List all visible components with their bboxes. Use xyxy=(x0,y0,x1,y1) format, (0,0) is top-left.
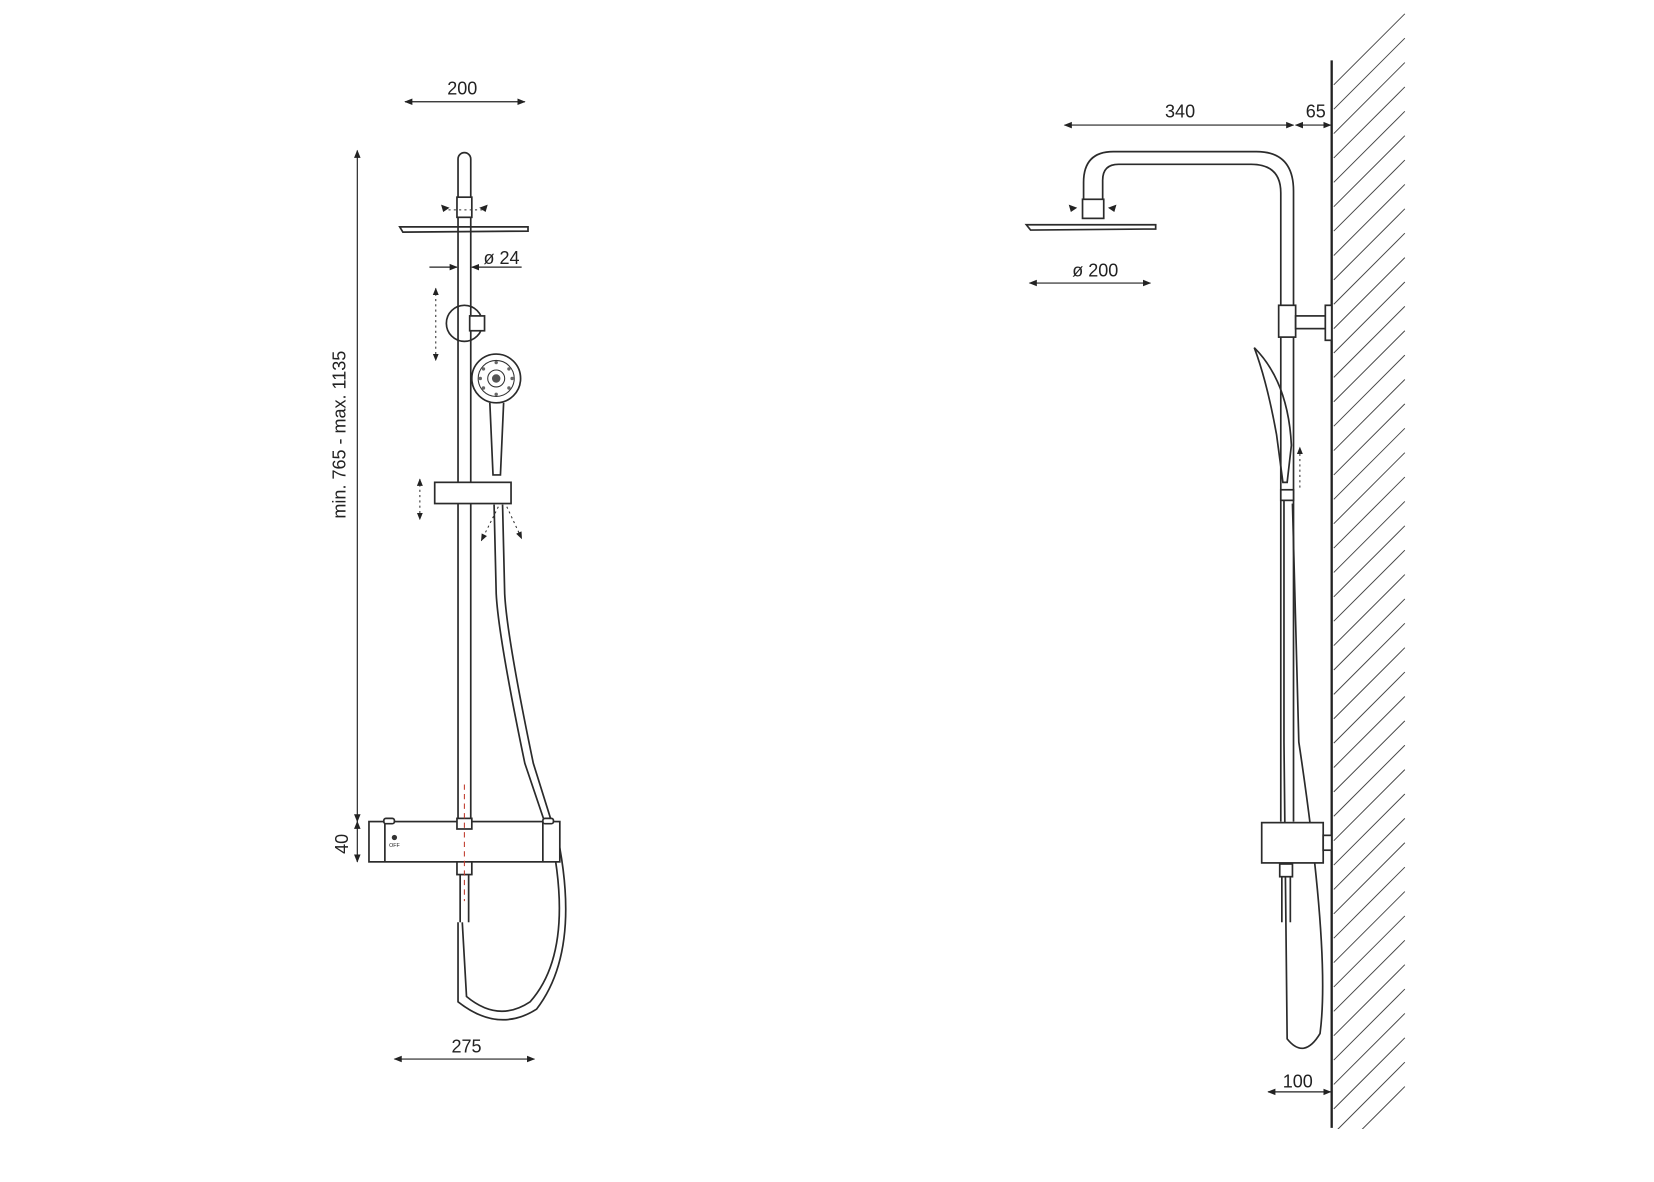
shower-rod xyxy=(457,151,472,827)
dim-thermostat-height: 40 xyxy=(332,834,352,854)
shower-arm xyxy=(1082,150,1295,822)
thermostat-off-label: OFF xyxy=(389,843,400,849)
dim-wall-offset: 65 xyxy=(1306,102,1326,122)
side-shower-hose xyxy=(1283,500,1324,1050)
wall-bracket-clamp xyxy=(1277,304,1297,338)
dim-head-width: 200 xyxy=(447,78,477,98)
dim-arm-reach: 340 xyxy=(1165,102,1195,122)
front-view: 200 ø 24 min. 765 xyxy=(330,78,567,1063)
hand-shower-handle xyxy=(488,402,505,476)
side-thermostat xyxy=(1260,821,1325,864)
hand-shower-head xyxy=(470,353,522,404)
side-rain-shower-head xyxy=(1024,223,1157,231)
dim-bottom-offset: 100 xyxy=(1283,1072,1313,1092)
dim-rod-diameter: ø 24 xyxy=(483,248,519,268)
slide-bracket xyxy=(433,481,512,505)
dim-height-range: min. 765 - max. 1135 xyxy=(330,351,350,519)
dim-thermostat-width: 275 xyxy=(451,1037,481,1057)
side-head-connector xyxy=(1081,198,1105,220)
side-hand-shower xyxy=(1253,347,1293,484)
head-connector xyxy=(456,196,473,219)
wall-hatching: (function(){ const g=document.currentScr… xyxy=(1333,13,1406,1158)
side-view: (function(){ const g=document.currentScr… xyxy=(1024,0,1654,1182)
shower-hose xyxy=(461,504,561,1013)
dim-head-diameter: ø 200 xyxy=(1072,261,1118,281)
rain-shower-head xyxy=(398,226,529,234)
